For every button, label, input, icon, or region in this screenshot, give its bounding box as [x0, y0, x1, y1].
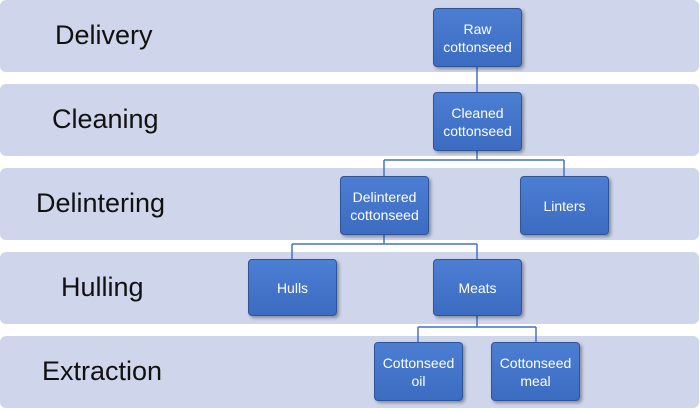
node-cleaned-cottonseed: Cleaned cottonseed	[433, 92, 522, 151]
node-oil-line2: oil	[411, 372, 426, 389]
node-meal-line2: meal	[520, 372, 551, 389]
stage-band-extraction	[0, 336, 699, 408]
node-delintered-cottonseed: Delintered cottonseed	[340, 176, 429, 235]
node-raw-line2: cottonseed	[443, 38, 512, 55]
node-delintered-line2: cottonseed	[350, 206, 419, 223]
node-linters: Linters	[520, 176, 609, 235]
node-hulls-label: Hulls	[276, 279, 309, 296]
stage-label-cleaning: Cleaning	[52, 104, 159, 134]
stage-label-hulling: Hulling	[61, 272, 144, 302]
node-cottonseed-meal: Cottonseed meal	[491, 342, 580, 401]
node-meal-line1: Cottonseed	[499, 354, 572, 371]
node-delintered-line1: Delintered	[352, 188, 417, 205]
node-cleaned-line2: cottonseed	[443, 122, 512, 139]
stage-label-delivery: Delivery	[55, 20, 153, 50]
node-oil-line1: Cottonseed	[382, 354, 455, 371]
stage-band-cleaning	[0, 84, 699, 156]
node-linters-label: Linters	[543, 197, 586, 214]
node-raw-line1: Raw	[463, 20, 492, 37]
node-meats: Meats	[433, 259, 522, 316]
node-cottonseed-oil: Cottonseed oil	[374, 342, 463, 401]
stage-label-delintering: Delintering	[36, 188, 166, 218]
stage-label-extraction: Extraction	[42, 356, 163, 386]
node-hulls: Hulls	[248, 259, 337, 316]
node-meats-label: Meats	[458, 279, 497, 296]
stage-band-hulling	[0, 252, 699, 324]
node-cleaned-line1: Cleaned	[451, 104, 504, 121]
node-raw-cottonseed: Raw cottonseed	[433, 8, 522, 67]
stage-band-delivery	[0, 0, 699, 72]
